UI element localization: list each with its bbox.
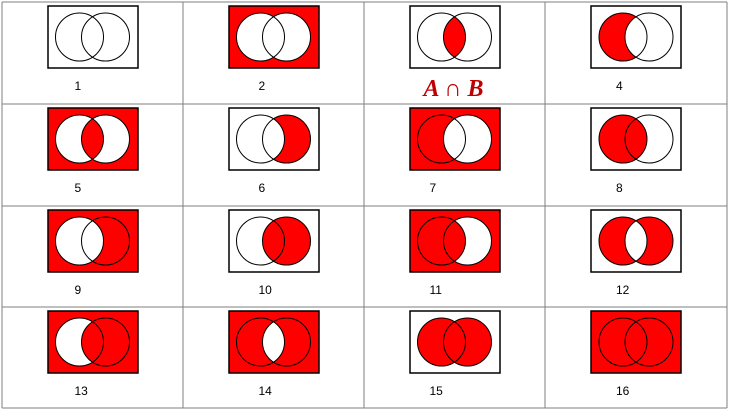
circle-b-outline	[624, 114, 674, 164]
circle-a-outline	[55, 216, 104, 266]
region-intersection	[81, 318, 104, 366]
venn-cell-9: 9	[47, 209, 139, 297]
cell-number-label: 1	[75, 79, 82, 93]
cell-number-label: 4	[616, 79, 623, 93]
circle-a-outline	[55, 12, 104, 62]
cell-number-label: 13	[75, 384, 89, 398]
cell-number-label: 15	[430, 384, 444, 398]
cell-number-label: 2	[259, 79, 266, 93]
cell-number-label: 11	[430, 283, 443, 297]
circle-b-outline	[81, 114, 130, 164]
region-intersection	[81, 217, 104, 265]
circle-b-outline	[443, 114, 492, 164]
venn-cell-15: 15	[409, 310, 501, 398]
cell-number-label: 8	[616, 181, 623, 195]
cell-number-label: 10	[259, 283, 273, 297]
region-intersection	[625, 318, 647, 366]
region-intersection	[443, 115, 466, 163]
venn-cell-11: 11	[409, 209, 501, 297]
venn-cell-6: 6	[228, 107, 320, 195]
venn-cell-5: 5	[47, 107, 139, 195]
circle-b-outline	[81, 12, 130, 62]
circle-b-outline	[262, 317, 311, 367]
circle-a-outline	[417, 317, 466, 367]
venn-cell-1: 1	[47, 5, 139, 93]
circle-b-outline	[262, 12, 311, 62]
venn-cell-13: 13	[47, 310, 139, 398]
circle-b-outline	[443, 216, 492, 266]
venn-cell-16: 16	[590, 310, 682, 398]
region-intersection	[262, 13, 285, 61]
region-intersection	[625, 13, 647, 61]
region-intersection	[81, 13, 104, 61]
region-intersection	[262, 318, 285, 366]
circle-a-outline	[236, 12, 285, 62]
cell-number-label: 7	[430, 181, 437, 195]
region-intersection	[625, 115, 647, 163]
circle-b-outline	[262, 216, 311, 266]
region-intersection	[262, 115, 285, 163]
region-intersection	[443, 318, 466, 366]
venn-cell-14: 14	[228, 310, 320, 398]
circle-b-outline	[443, 12, 492, 62]
circle-a-outline	[417, 12, 466, 62]
venn-cell-2: 2	[228, 5, 320, 93]
circle-a-outline	[417, 114, 466, 164]
circle-b-outline	[81, 216, 130, 266]
cell-formula-label: A ∩ B	[422, 76, 484, 102]
cell-number-label: 14	[259, 384, 273, 398]
cell-number-label: 6	[259, 181, 266, 195]
cell-number-label: 9	[75, 283, 82, 297]
circle-a-outline	[598, 216, 648, 266]
cell-number-label: 12	[616, 283, 630, 297]
circle-b-outline	[443, 317, 492, 367]
region-intersection	[262, 217, 285, 265]
cell-number-label: 5	[75, 181, 82, 195]
circle-a-outline	[598, 317, 648, 367]
circle-a-outline	[236, 114, 285, 164]
circle-b-outline	[624, 317, 674, 367]
region-intersection	[443, 13, 466, 61]
venn-cell-8: 8	[590, 107, 682, 195]
circle-b-outline	[624, 12, 674, 62]
venn-cell-10: 10	[228, 209, 320, 297]
region-intersection	[443, 217, 466, 265]
region-intersection	[625, 217, 647, 265]
circle-a-outline	[417, 216, 466, 266]
circle-a-outline	[598, 12, 648, 62]
circle-b-outline	[262, 114, 311, 164]
venn-cell-4: 4	[590, 5, 682, 93]
circle-a-outline	[598, 114, 648, 164]
cell-number-label: 16	[616, 384, 630, 398]
circle-b-outline	[81, 317, 130, 367]
circle-a-outline	[236, 317, 285, 367]
circle-b-outline	[624, 216, 674, 266]
circle-a-outline	[236, 216, 285, 266]
region-intersection	[81, 115, 104, 163]
venn-cell-3: A ∩ B	[409, 5, 501, 102]
venn-cell-12: 12	[590, 209, 682, 297]
venn-cell-7: 7	[409, 107, 501, 195]
circle-a-outline	[55, 317, 104, 367]
circle-a-outline	[55, 114, 104, 164]
